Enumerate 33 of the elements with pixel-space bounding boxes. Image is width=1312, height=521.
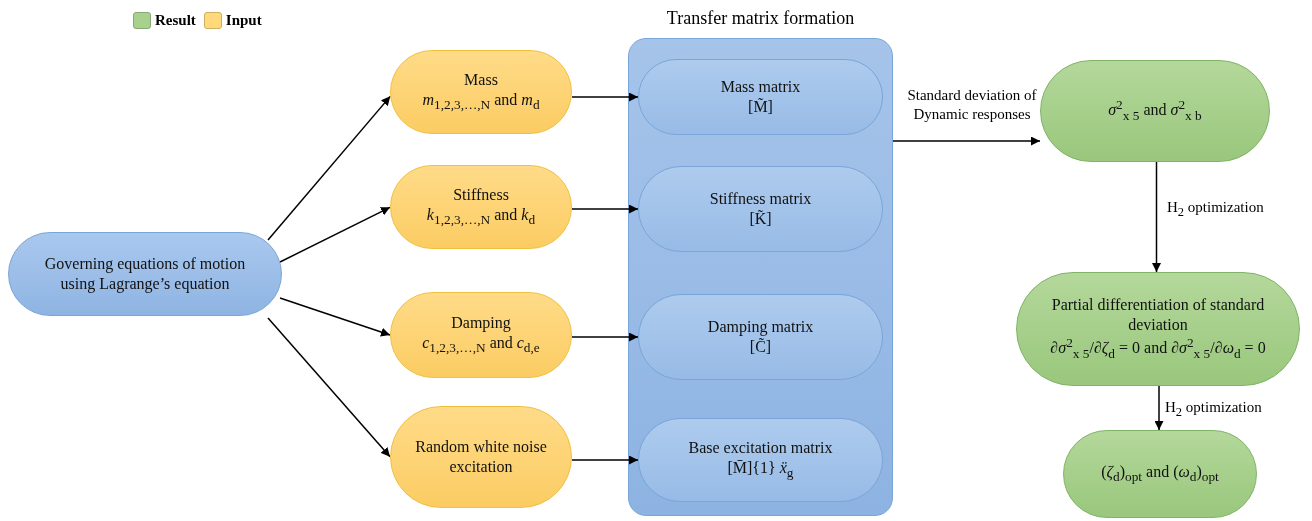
arrow (571, 455, 639, 465)
arrow (1154, 385, 1164, 431)
formula-text: [K̃] (749, 209, 772, 229)
node-label: Base excitation matrix (688, 438, 833, 459)
node-label: Damping (451, 313, 511, 334)
arrow (1152, 161, 1161, 273)
group-title: Transfer matrix formation (666, 8, 855, 29)
arrow (892, 136, 1041, 146)
formula-text: ∂σ$^{2}$$_{x 5}$/∂ζ$_{d}$ = 0 and ∂σ$^{2}$$_{x 5}$/∂ω$_{d}$ = 0 (1050, 335, 1266, 363)
node-label: Governing equations of motion using Lagrange’s equation (43, 254, 247, 294)
formula-text: [M̃] (748, 97, 773, 117)
node-label: Stiffness (453, 185, 509, 206)
arrow (571, 204, 639, 214)
legend-label: Result (155, 12, 196, 29)
edge-label: Standard deviation of Dynamic responses (905, 86, 1039, 124)
arrow (267, 95, 391, 241)
node-label: (ζ$_{d}$)$_{opt}$ and (ω$_{d}$)$_{opt}$ (1101, 462, 1219, 486)
node-label: Damping matrix (707, 317, 814, 337)
arrow (571, 332, 639, 342)
node-label: Mass (464, 70, 498, 91)
formula-text: [C̃] (749, 337, 772, 357)
node-label: Stiffness matrix (709, 189, 812, 209)
arrow (279, 297, 391, 337)
node-label: Mass matrix (720, 77, 801, 97)
node-label: Random white noise excitation (414, 437, 548, 477)
formula-text: [M̄]{1} ẍ$_{g}$ (727, 458, 794, 482)
formula-text: c$_{1,2,3,…,N}$ and c$_{d,e}$ (422, 333, 540, 357)
formula-text: m$_{1,2,3,…,N}$ and m$_{d}$ (422, 90, 540, 114)
arrow (279, 206, 391, 263)
arrow (571, 92, 639, 102)
legend-label: Input (225, 12, 262, 29)
formula-text: k$_{1,2,3,…,N}$ and k$_{d}$ (426, 205, 536, 229)
arrow (267, 317, 391, 458)
